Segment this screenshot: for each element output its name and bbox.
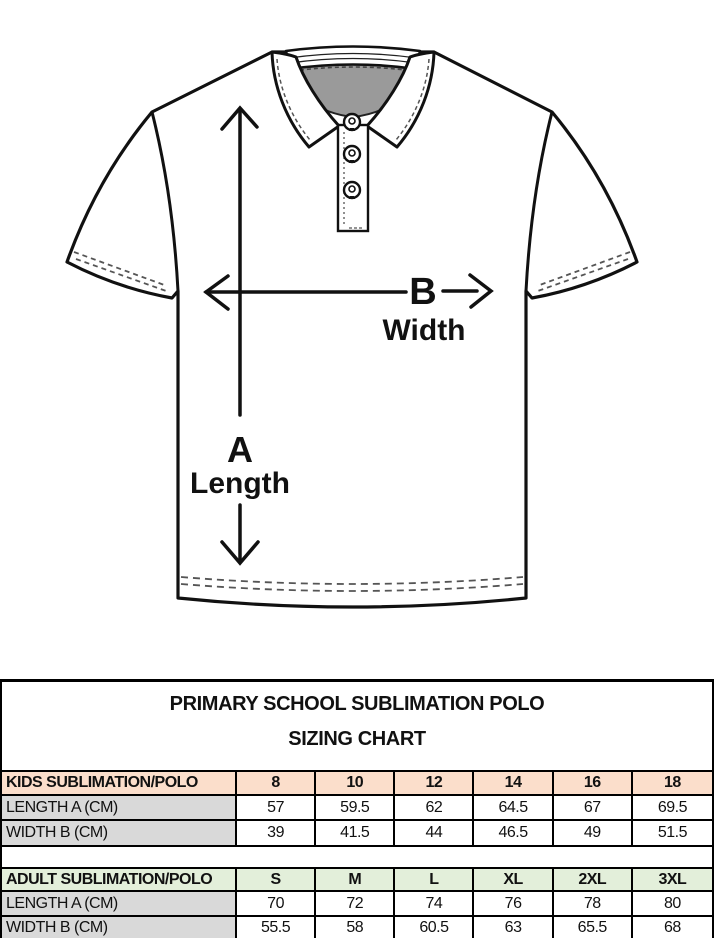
length-arrow: [220, 105, 260, 566]
adult-size-header: L: [395, 869, 475, 892]
kids-length-value: 67: [553, 796, 633, 821]
adult-size-header: 2XL: [553, 869, 633, 892]
adult-width-value: 58: [316, 917, 396, 938]
adult-size-header: 3XL: [632, 869, 712, 892]
adult-size-header: S: [237, 869, 317, 892]
width-arrow: [203, 273, 494, 311]
adult-length-value: 70: [237, 892, 317, 917]
adult-width-row-label: WIDTH B (CM): [2, 917, 237, 938]
width-arrow-letter: B: [409, 271, 436, 313]
sleeve-stitching: [73, 251, 631, 293]
kids-size-header: 10: [316, 772, 396, 796]
kids-size-header: 16: [553, 772, 633, 796]
length-arrow-letter: A: [227, 429, 253, 470]
kids-width-row-label: WIDTH B (CM): [2, 821, 237, 847]
kids-length-value: 62: [395, 796, 475, 821]
button-icon: [342, 144, 362, 164]
table-gap: [2, 847, 712, 867]
sizing-chart-section: PRIMARY SCHOOL SUBLIMATION POLO SIZING C…: [0, 679, 714, 938]
collar-flap-left: [270, 50, 341, 149]
collar: [270, 45, 436, 149]
collar-flap-right: [365, 50, 436, 149]
adult-table-header-label: ADULT SUBLIMATION/POLO: [2, 869, 237, 892]
adult-length-row-label: LENGTH A (CM): [2, 892, 237, 917]
adult-width-value: 60.5: [395, 917, 475, 938]
adult-length-value: 80: [632, 892, 712, 917]
shirt-body: [65, 50, 639, 609]
button-icon: [342, 112, 362, 132]
kids-width-value: 41.5: [316, 821, 396, 847]
adult-length-value: 76: [474, 892, 554, 917]
adult-size-header: XL: [474, 869, 554, 892]
adult-width-value: 65.5: [554, 917, 633, 938]
page-subtitle: SIZING CHART: [288, 728, 426, 750]
kids-length-value: 64.5: [474, 796, 554, 821]
adult-sizing-table: ADULT SUBLIMATION/POLO S M L XL 2XL 3XL …: [2, 867, 712, 938]
polo-shirt-svg: A Length B Width: [65, 45, 639, 609]
adult-length-value: 72: [316, 892, 396, 917]
kids-length-value: 57: [237, 796, 317, 821]
kids-size-header: 12: [395, 772, 475, 796]
buttons: [342, 112, 362, 200]
adult-size-header: M: [316, 869, 396, 892]
kids-size-header: 8: [237, 772, 317, 796]
button-icon: [342, 180, 362, 200]
hem-stitching: [180, 576, 524, 592]
adult-length-value: 74: [395, 892, 475, 917]
width-arrow-caption: Width: [382, 314, 465, 347]
kids-width-value: 46.5: [474, 821, 554, 847]
kids-length-row-label: LENGTH A (CM): [2, 796, 237, 821]
title-block: PRIMARY SCHOOL SUBLIMATION POLO SIZING C…: [2, 682, 712, 752]
page-title: PRIMARY SCHOOL SUBLIMATION POLO: [169, 693, 545, 715]
kids-size-header: 14: [474, 772, 554, 796]
kids-width-value: 51.5: [632, 821, 712, 847]
kids-width-value: 39: [237, 821, 317, 847]
length-arrow-caption: Length: [190, 467, 290, 500]
kids-width-value: 49: [553, 821, 633, 847]
kids-length-value: 59.5: [316, 796, 396, 821]
kids-width-value: 44: [395, 821, 475, 847]
kids-size-header: 18: [632, 772, 712, 796]
kids-sizing-table: KIDS SUBLIMATION/POLO 8 10 12 14 16 18 L…: [2, 770, 712, 847]
collar-band: [284, 45, 422, 71]
kids-length-value: 69.5: [632, 796, 712, 821]
adult-width-value: 63: [474, 917, 554, 938]
button-placket: [336, 123, 370, 233]
kids-table-header-label: KIDS SUBLIMATION/POLO: [2, 772, 237, 796]
adult-length-value: 78: [553, 892, 633, 917]
polo-shirt-illustration: A Length B Width: [65, 45, 639, 609]
adult-width-value: 68: [633, 917, 712, 938]
adult-width-value: 55.5: [237, 917, 317, 938]
